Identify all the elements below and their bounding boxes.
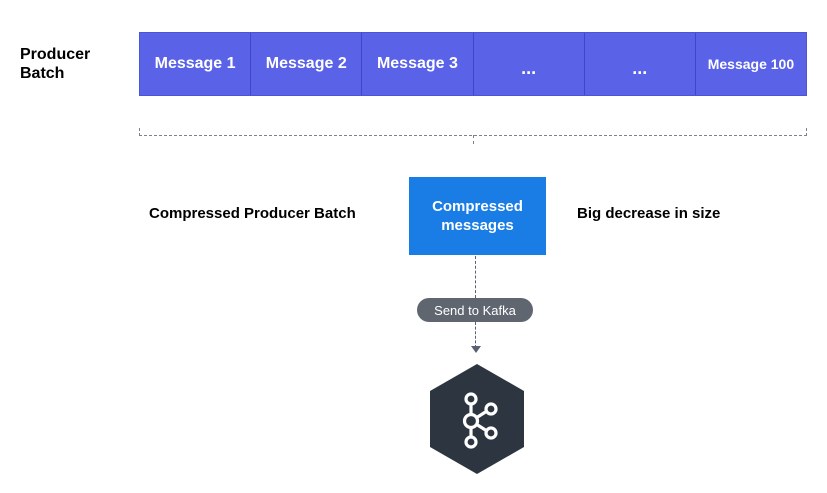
arrow-down-icon: [471, 346, 481, 353]
message-cell: Message 2: [251, 33, 363, 95]
producer-batch-label: Producer Batch: [20, 46, 91, 82]
compressed-batch-label: Compressed Producer Batch: [149, 205, 356, 222]
send-to-kafka-pill: Send to Kafka: [417, 298, 533, 322]
message-cell: Message 1: [140, 33, 252, 95]
message-ellipsis-cell: ...: [584, 33, 696, 95]
size-decrease-label: Big decrease in size: [577, 205, 721, 222]
message-cell: Message 3: [362, 33, 474, 95]
compressed-messages-text: Compressed messages: [432, 198, 523, 234]
send-connector-bottom: [475, 322, 476, 348]
message-ellipsis-cell: ...: [473, 33, 585, 95]
compressed-messages-box: Compressed messages: [409, 177, 546, 255]
send-connector-top: [475, 256, 476, 298]
bracket-connector: [473, 135, 474, 144]
producer-batch-row: Message 1 Message 2 Message 3 ... ... Me…: [139, 32, 807, 96]
message-cell: Message 100: [695, 33, 807, 95]
send-to-kafka-text: Send to Kafka: [434, 302, 516, 318]
kafka-logo-icon: [428, 362, 526, 481]
